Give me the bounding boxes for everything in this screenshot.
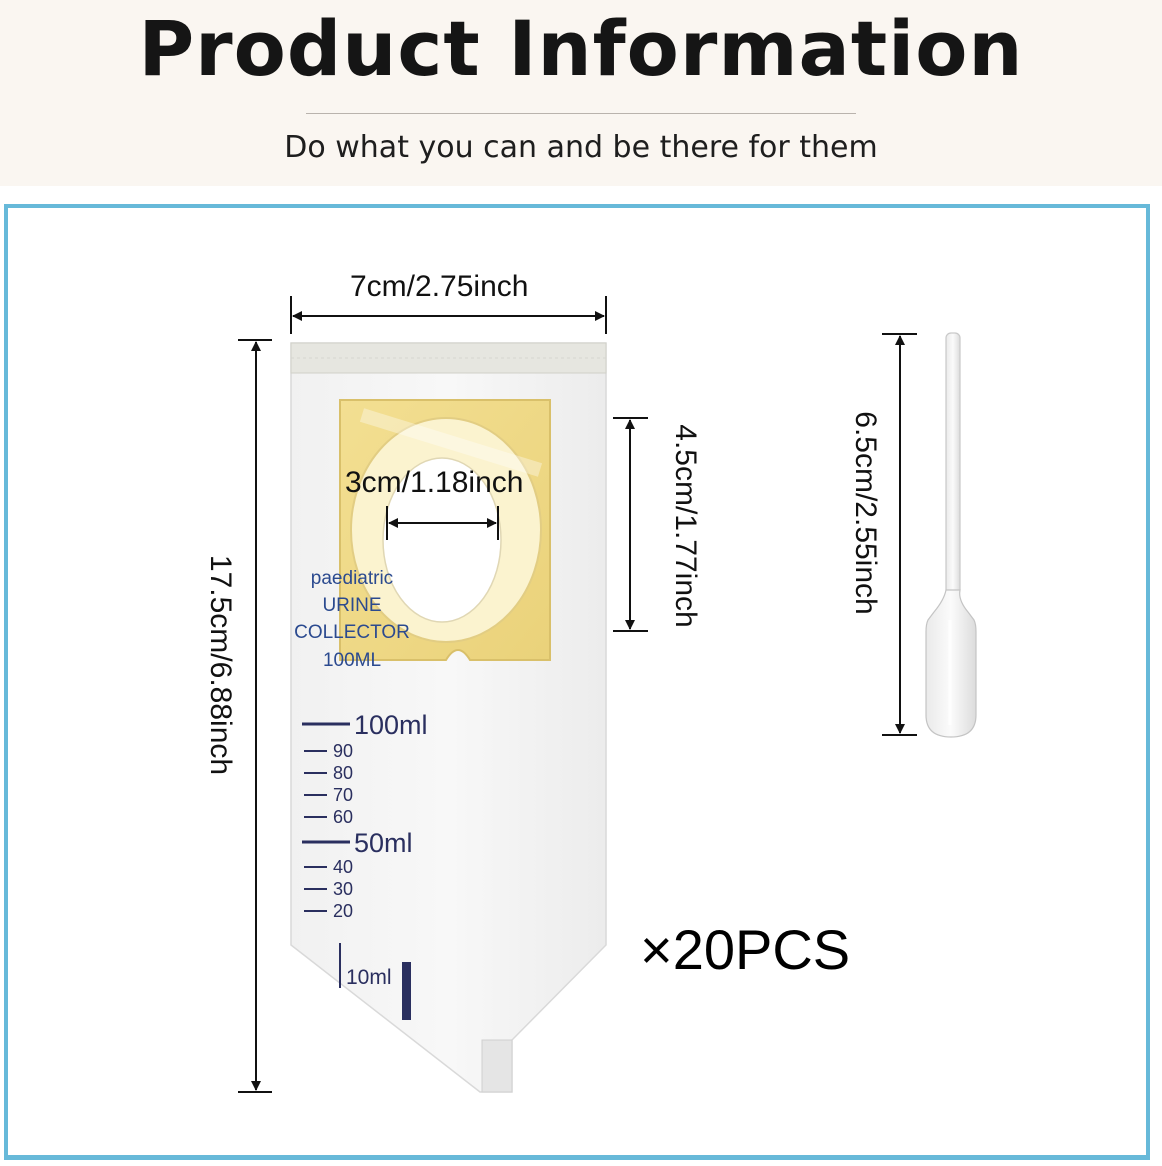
graduation-scale bbox=[302, 722, 411, 1020]
bag-height-label: 17.5cm/6.88inch bbox=[204, 554, 237, 776]
page-title: Product Information bbox=[138, 4, 1024, 93]
quantity-label: ×20PCS bbox=[640, 918, 851, 981]
scale-30: 30 bbox=[333, 879, 354, 899]
opening-width-label: 3cm/1.18inch bbox=[345, 466, 524, 499]
urine-collector-bag bbox=[290, 342, 607, 1093]
header-divider bbox=[306, 113, 856, 114]
bag-label-line-3: COLLECTOR bbox=[294, 622, 410, 643]
dimension-lines bbox=[238, 296, 917, 1093]
scale-20: 20 bbox=[333, 901, 354, 921]
scale-10ml: 10ml bbox=[346, 966, 392, 989]
bag-width-label: 7cm/2.75inch bbox=[350, 270, 529, 303]
bag-label-line-2: URINE bbox=[322, 595, 382, 616]
bag-label-line-4: 100ML bbox=[322, 650, 382, 671]
header-band: Product Information Do what you can and … bbox=[0, 0, 1162, 186]
scale-100ml: 100ml bbox=[354, 710, 428, 740]
scale-80: 80 bbox=[333, 763, 354, 783]
bag-label-line-1: paediatric bbox=[310, 568, 394, 589]
adhesive-height-label: 4.5cm/1.77inch bbox=[669, 424, 702, 628]
scale-50ml: 50ml bbox=[354, 828, 413, 858]
scale-90: 90 bbox=[333, 741, 354, 761]
pipette-length-label: 6.5cm/2.55inch bbox=[849, 411, 882, 615]
pipette bbox=[925, 332, 977, 738]
scale-60: 60 bbox=[333, 807, 354, 827]
scale-40: 40 bbox=[333, 857, 354, 877]
adhesive-pad bbox=[339, 399, 551, 661]
scale-70: 70 bbox=[333, 785, 354, 805]
page-subtitle: Do what you can and be there for them bbox=[284, 130, 878, 165]
